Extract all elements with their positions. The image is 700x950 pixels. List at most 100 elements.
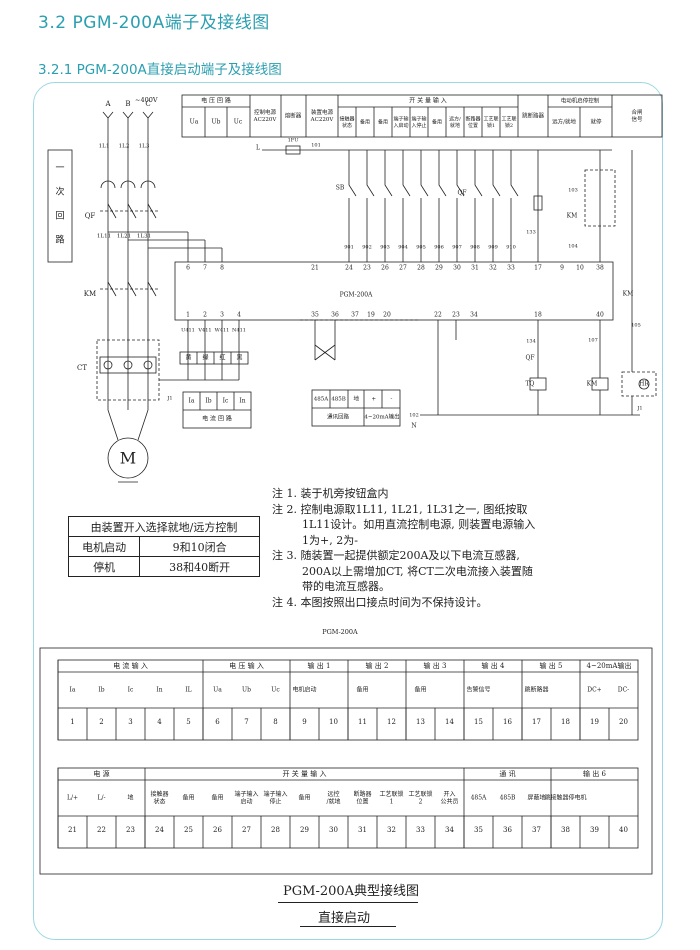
- header-fuse: 熔断器: [285, 112, 302, 120]
- wire-104: 104: [568, 244, 578, 250]
- table-terminal-number: 17: [532, 718, 541, 726]
- j1b-label: J1: [166, 396, 172, 402]
- ct-table-cell: Ia: [189, 398, 195, 405]
- header-switch-cell: 备用: [432, 119, 442, 126]
- primary-box-char: 回: [55, 211, 64, 222]
- device-terminal-top: 33: [507, 265, 515, 272]
- header-switch-cell: 远方/: [449, 115, 461, 122]
- table-col-header: DC-: [618, 687, 629, 694]
- table-terminal-number: 9: [302, 718, 306, 726]
- wire-number: 910: [506, 245, 516, 251]
- comm-loop-label: 通讯回路: [327, 413, 350, 421]
- header-motor-cell: 就停: [590, 118, 602, 126]
- qf3-label: QF: [457, 190, 466, 197]
- device-terminal-bottom: 36: [331, 312, 339, 319]
- table-col-header: Ib: [98, 687, 104, 694]
- table-col-header: 开入: [443, 791, 455, 798]
- table-terminal-number: 20: [619, 718, 628, 726]
- table-group-header: 输 出 4: [482, 661, 505, 670]
- wire-number: 904: [398, 245, 408, 251]
- table-col-header: 备用: [414, 686, 426, 694]
- phase-label: B: [125, 100, 130, 108]
- switch-input-line: [384, 150, 393, 262]
- ct-label: CT: [77, 364, 87, 372]
- table-col-header: Uc: [271, 687, 280, 694]
- table-col-header: L/-: [97, 795, 105, 802]
- device-terminal-top: 7: [203, 265, 207, 272]
- header-breaker: 跳断路器: [522, 112, 545, 120]
- wire-number: 905: [416, 245, 426, 251]
- table-terminal-number: 12: [387, 718, 396, 726]
- table-group-header: 输 出 6: [583, 769, 606, 778]
- table-col-header: 电机启动: [292, 686, 316, 694]
- table-col-header: In: [156, 687, 162, 694]
- comm-cell: 485B: [331, 397, 346, 403]
- control-row-label: 电机启动: [67, 536, 141, 557]
- table-col-header: 跳接触器停电机: [544, 794, 586, 802]
- sb-label: SB: [336, 185, 345, 192]
- device-terminal-bottom: 3: [220, 312, 224, 319]
- wire-number: 903: [380, 245, 390, 251]
- motor-label: M: [120, 449, 136, 468]
- table-terminal-number: 34: [445, 826, 454, 834]
- table-col-header: 备用: [298, 794, 310, 802]
- wire-107: 107: [588, 338, 598, 344]
- device-terminal-bottom: 22: [434, 312, 442, 319]
- primary-box-char: 次: [55, 186, 64, 198]
- table-terminal-number: 15: [474, 718, 483, 726]
- table-group-header: 电 压 输 入: [229, 661, 264, 670]
- ct-table-cell: Ib: [205, 398, 211, 405]
- header-voltage-cell: Ub: [212, 119, 221, 126]
- switch-input-line: [456, 150, 465, 262]
- diagram-frame: [33, 82, 663, 940]
- header-voltage-loop: 电 压 回 路: [201, 97, 231, 105]
- comm-cell: +: [371, 397, 376, 403]
- wire-103: 103: [568, 188, 578, 194]
- table-col-header: 位置: [356, 797, 368, 805]
- header-device-power: 装置电源: [311, 108, 334, 116]
- subcaption-underline: [300, 926, 396, 927]
- device-terminal-top: 8: [220, 265, 224, 272]
- table-terminal-number: 32: [387, 826, 396, 834]
- wire-number: 901: [344, 245, 354, 251]
- table-col-header: 工艺联锁: [379, 790, 403, 798]
- hr-label: HR: [639, 381, 649, 388]
- color-cell: 黄: [185, 354, 191, 362]
- table-terminal-number: 30: [329, 826, 338, 834]
- header-motor-cell: 远方/就地: [552, 118, 576, 126]
- header-switch-cell: 端子输: [393, 115, 408, 122]
- comm-cell: 地: [353, 395, 359, 403]
- table-col-header: Ub: [242, 687, 251, 694]
- table-col-header: 状态: [153, 797, 165, 805]
- phase-label: C: [145, 100, 150, 108]
- switch-input-line: [420, 150, 429, 262]
- header-switch-input: 开 关 量 输 入: [409, 97, 447, 105]
- km2-label: KM: [587, 381, 598, 388]
- line-label: 1L1: [99, 144, 110, 150]
- device-terminal-bottom: 2: [203, 312, 207, 319]
- ct-loop-label: 电 流 回 路: [202, 415, 232, 423]
- table-col-header: 告警信号: [466, 686, 490, 694]
- ct-table-cell: In: [239, 398, 245, 405]
- table-terminal-number: 10: [329, 718, 338, 726]
- table-terminal-number: 3: [128, 718, 132, 726]
- table-col-header: 远控: [327, 790, 339, 798]
- table-terminal-number: 25: [184, 826, 193, 834]
- comm-cell: -: [390, 397, 392, 403]
- device-terminal-bottom: 18: [534, 312, 542, 319]
- table-col-header: 备用: [211, 794, 223, 802]
- primary-box-char: 一: [55, 164, 64, 174]
- switch-input-line: [402, 150, 411, 262]
- table-col-header: 485A: [471, 795, 487, 802]
- table-col-header: 1: [390, 798, 394, 805]
- table-col-header: Ua: [213, 687, 222, 694]
- line-label: 1L11: [97, 234, 111, 240]
- table-group-header: 电 源: [93, 769, 109, 778]
- device-terminal-top: 10: [576, 265, 584, 272]
- table-col-header: 公共员: [440, 797, 458, 805]
- header-close-signal: 合闸: [631, 108, 642, 116]
- table-terminal-number: 39: [590, 826, 599, 834]
- note-line: 200A以上需增加CT, 将CT二次电流接入装置随: [302, 564, 533, 578]
- table-col-header: 断路器: [353, 790, 371, 798]
